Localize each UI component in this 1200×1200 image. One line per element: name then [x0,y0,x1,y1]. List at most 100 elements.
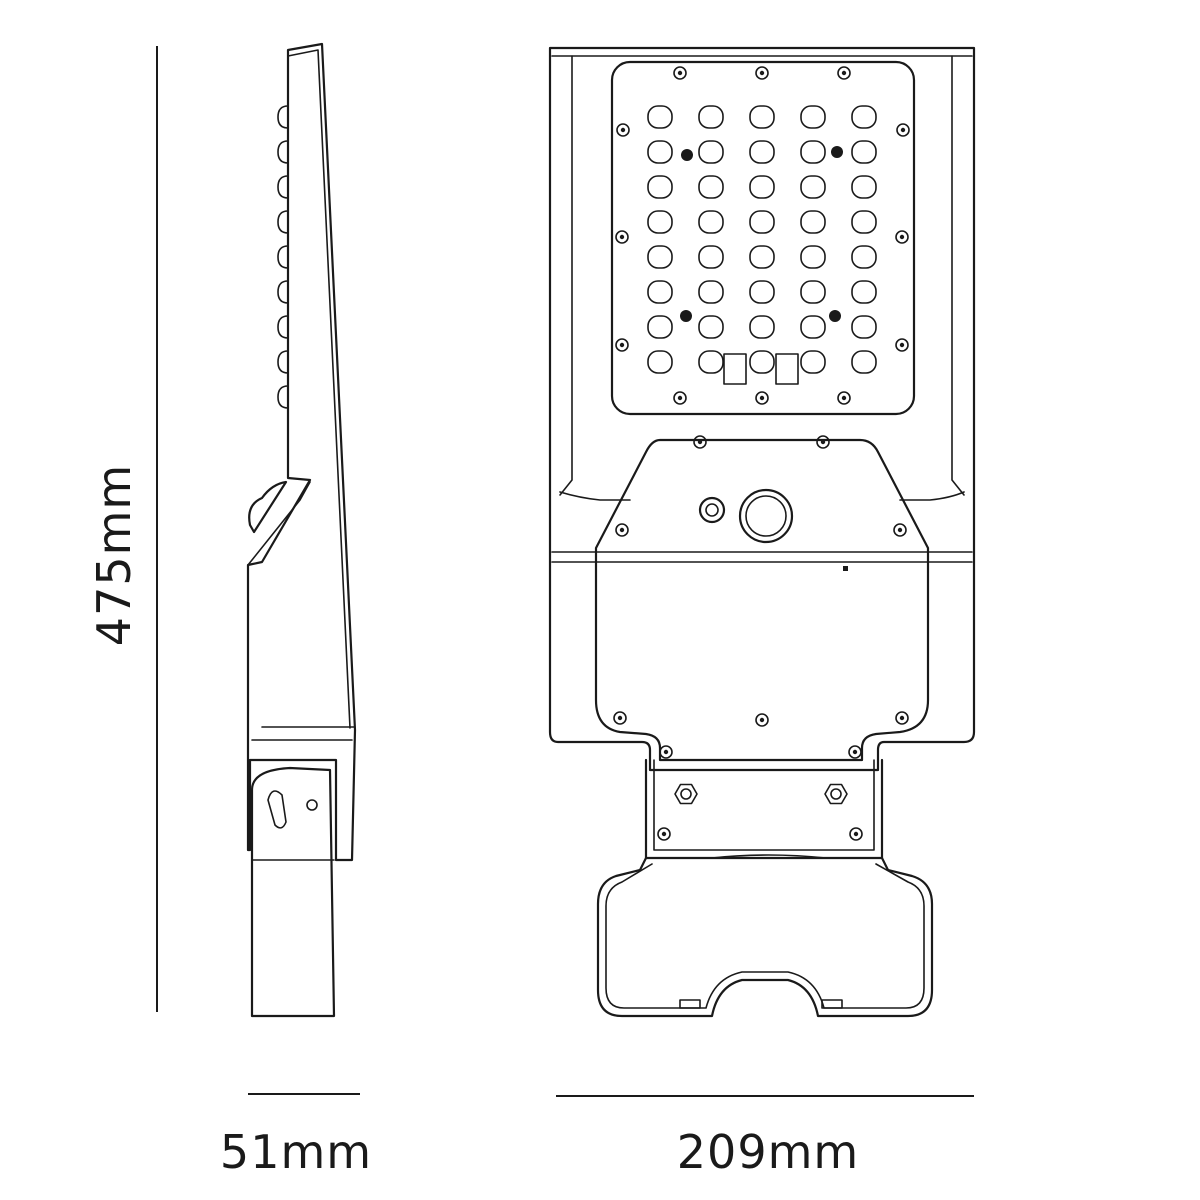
led-lens [749,280,775,304]
board-screw [896,123,910,137]
mounting-bracket-lip [711,854,827,859]
clamp-tab-right [821,999,843,1009]
side-pivot-hole [306,799,318,811]
pole-clamp-outline [596,856,934,1018]
board-screw-center [841,395,847,401]
board-screw [673,66,687,80]
side-view [246,42,357,1018]
led-lens-grid [647,105,877,374]
board-screw [673,391,687,405]
board-screw [755,391,769,405]
small-marker [843,566,848,571]
cover-screw-center [897,527,903,533]
board-screw-center [841,70,847,76]
side-led-lens [277,315,289,339]
board-screw [615,230,629,244]
cover-screw [693,435,707,449]
cover-screw-center [820,439,826,445]
board-screw-center [619,234,625,240]
mounting-bracket-inner [653,759,875,851]
board-locator-hole [829,310,841,322]
side-led-lens-group [277,105,289,409]
height-dimension-label: 475mm [87,464,141,646]
led-lens [800,315,826,339]
led-lens [698,140,724,164]
cover-screw [615,523,629,537]
led-lens [749,140,775,164]
side-led-lens [277,105,289,129]
led-lens [851,350,877,374]
cover-screw [893,523,907,537]
led-lens [647,210,673,234]
cover-screw-center [853,831,859,837]
board-screw [615,338,629,352]
led-lens [851,210,877,234]
board-screw [837,66,851,80]
led-lens [647,175,673,199]
board-screw-center [900,127,906,133]
board-screw [755,66,769,80]
photocell-sensor-ring [745,495,787,537]
cover-screw [848,745,862,759]
front-view [548,46,976,1018]
side-body-outline [246,42,357,862]
cover-screw-center [663,749,669,755]
driver-cover-screws [613,435,909,841]
driver-cover [594,438,930,762]
bracket-nut [824,783,848,805]
side-led-lens [277,350,289,374]
led-lens [647,140,673,164]
board-screw-center [677,70,683,76]
led-board-screws [615,66,910,405]
led-lens [698,280,724,304]
side-body-inner-edge [287,49,351,729]
led-lens [698,315,724,339]
side-led-lens [277,140,289,164]
led-lens [749,210,775,234]
width-dimension: 209mm [556,1095,974,1179]
front-housing-inner-left [559,55,573,496]
led-lens [647,245,673,269]
board-screw-center [759,70,765,76]
led-lens [800,245,826,269]
board-locator-hole [831,146,843,158]
side-led-lens [277,385,289,409]
cover-screw [659,745,673,759]
led-lens [851,280,877,304]
cover-screw-center [852,749,858,755]
cover-screw-center [899,715,905,721]
board-screw-center [899,234,905,240]
cover-screw [755,713,769,727]
photocell-sensor [738,488,794,544]
front-housing-inner-right [951,55,965,496]
cover-screw-center [619,527,625,533]
led-lens [698,210,724,234]
led-lens [698,350,724,374]
mounting-bracket-plate [644,758,884,860]
cover-screw-center [661,831,667,837]
led-lens [851,245,877,269]
led-lens [851,140,877,164]
cover-screw [613,711,627,725]
cover-screw [895,711,909,725]
led-lens [800,105,826,129]
front-housing-shoulder [559,491,965,501]
led-lens [851,175,877,199]
led-lens [647,105,673,129]
clamp-tab-left [679,999,701,1009]
side-sensor-slope [247,481,311,566]
led-lens [800,140,826,164]
side-pivot-slot [267,790,287,829]
board-screw-center [620,127,626,133]
led-board [610,60,916,416]
board-screw-center [759,395,765,401]
side-led-lens [277,210,289,234]
side-led-lens [277,245,289,269]
led-lens [647,315,673,339]
led-lens [647,280,673,304]
side-led-lens [277,280,289,304]
led-lens [749,350,775,374]
board-screw [895,230,909,244]
board-screw-center [677,395,683,401]
